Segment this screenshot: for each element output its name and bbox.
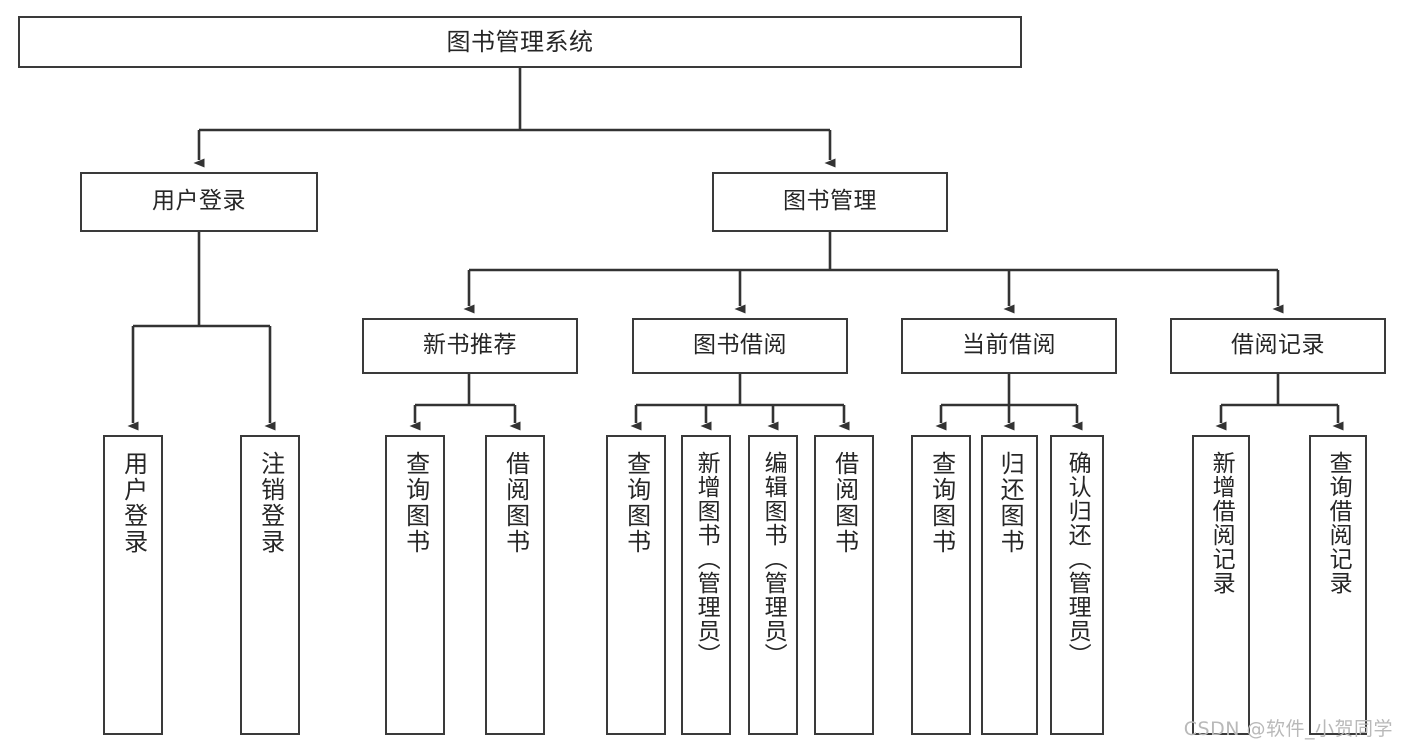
node-label: 借阅图书 <box>501 451 530 555</box>
node-label: 图书管理 <box>783 188 877 215</box>
node-leaf-query-borrow-record[interactable]: 查询借阅记录 <box>1309 435 1367 735</box>
node-leaf-query-book-borrow[interactable]: 查询图书 <box>606 435 666 735</box>
node-label: 图书借阅 <box>693 332 787 359</box>
node-label: 借阅图书 <box>830 451 859 555</box>
node-current-borrow[interactable]: 当前借阅 <box>901 318 1117 374</box>
node-label: 借阅记录 <box>1231 332 1325 359</box>
node-label: 新增借阅记录 <box>1208 451 1235 595</box>
node-leaf-query-book-recommend[interactable]: 查询图书 <box>385 435 445 735</box>
node-user-login[interactable]: 用户登录 <box>80 172 318 232</box>
node-label: 确认归还（管理员） <box>1064 451 1091 667</box>
node-leaf-add-book-admin[interactable]: 新增图书（管理员） <box>681 435 731 735</box>
node-root-book-management-system[interactable]: 图书管理系统 <box>18 16 1022 68</box>
node-label: 新增图书（管理员） <box>693 451 720 667</box>
node-label: 查询借阅记录 <box>1325 451 1352 595</box>
node-leaf-add-borrow-record[interactable]: 新增借阅记录 <box>1192 435 1250 735</box>
node-label: 注销登录 <box>256 451 285 555</box>
node-label: 编辑图书（管理员） <box>760 451 787 667</box>
node-label: 当前借阅 <box>962 332 1056 359</box>
node-book-borrow[interactable]: 图书借阅 <box>632 318 848 374</box>
node-leaf-confirm-return-admin[interactable]: 确认归还（管理员） <box>1050 435 1104 735</box>
node-leaf-borrow-book[interactable]: 借阅图书 <box>814 435 874 735</box>
node-label: 图书管理系统 <box>446 27 594 56</box>
node-leaf-logout[interactable]: 注销登录 <box>240 435 300 735</box>
node-leaf-return-book[interactable]: 归还图书 <box>981 435 1038 735</box>
node-label: 查询图书 <box>622 451 651 555</box>
node-leaf-borrow-book-recommend[interactable]: 借阅图书 <box>485 435 545 735</box>
node-label: 用户登录 <box>152 188 246 215</box>
node-label: 新书推荐 <box>423 332 517 359</box>
node-leaf-user-login[interactable]: 用户登录 <box>103 435 163 735</box>
node-label: 归还图书 <box>996 451 1025 555</box>
watermark-text: CSDN @软件_小贺同学 <box>1183 718 1393 740</box>
node-new-book-recommend[interactable]: 新书推荐 <box>362 318 578 374</box>
node-label: 查询图书 <box>401 451 430 555</box>
node-leaf-query-book-current[interactable]: 查询图书 <box>911 435 971 735</box>
node-label: 用户登录 <box>119 451 148 555</box>
node-book-management[interactable]: 图书管理 <box>712 172 948 232</box>
node-label: 查询图书 <box>927 451 956 555</box>
node-borrow-record[interactable]: 借阅记录 <box>1170 318 1386 374</box>
node-leaf-edit-book-admin[interactable]: 编辑图书（管理员） <box>748 435 798 735</box>
